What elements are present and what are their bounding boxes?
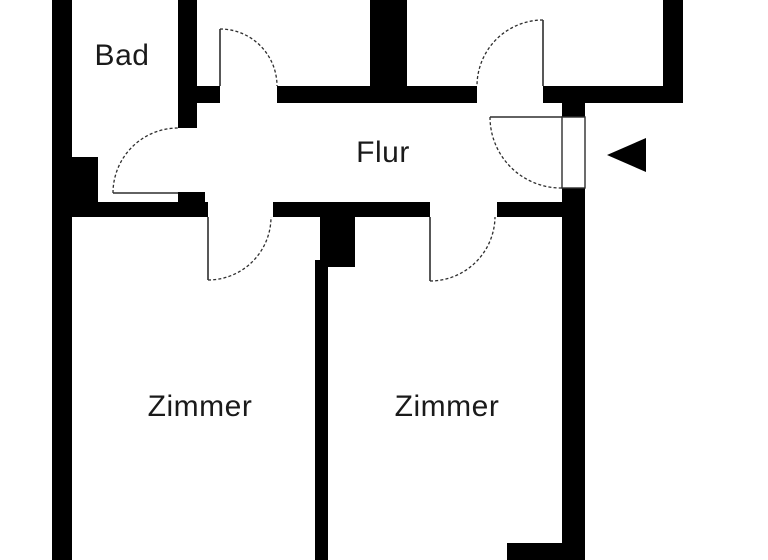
- wall-flur-bottom-left: [52, 202, 208, 217]
- wall-outer-right-top: [663, 0, 683, 103]
- wall-bottom-right-wall: [507, 543, 584, 560]
- entrance-arrow-icon: [607, 138, 646, 172]
- zimmer-left-door-swing-arc: [207, 216, 272, 281]
- room-label-flur: Flur: [356, 136, 410, 169]
- entrance-door-swing-arc: [489, 116, 563, 189]
- wall-bad-right: [178, 0, 197, 128]
- zimmer-right-door-swing-arc: [429, 216, 496, 282]
- room-label-zimmer-left: Zimmer: [147, 390, 253, 423]
- wall-top-room-divider: [370, 0, 407, 100]
- wall-flur-top-1: [195, 86, 220, 103]
- wall-outer-right: [562, 188, 585, 560]
- wall-flur-bottom-right: [497, 202, 562, 217]
- wall-bad-door-stub: [178, 192, 205, 204]
- room-label-bad: Bad: [94, 39, 150, 72]
- room-label-zimmer-right: Zimmer: [394, 390, 500, 423]
- wall-entry-stub: [562, 100, 585, 117]
- wall-divider-pier: [320, 202, 355, 267]
- top-right-room-door-swing-arc: [476, 19, 544, 87]
- wall-outer-left: [52, 0, 72, 560]
- top-middle-room-door-swing-arc: [219, 28, 278, 87]
- wall-flur-top-3: [543, 86, 683, 103]
- entrance-door-panel: [561, 116, 586, 189]
- wall-zimmer-divider: [315, 260, 328, 560]
- bad-door-swing-arc: [112, 127, 179, 194]
